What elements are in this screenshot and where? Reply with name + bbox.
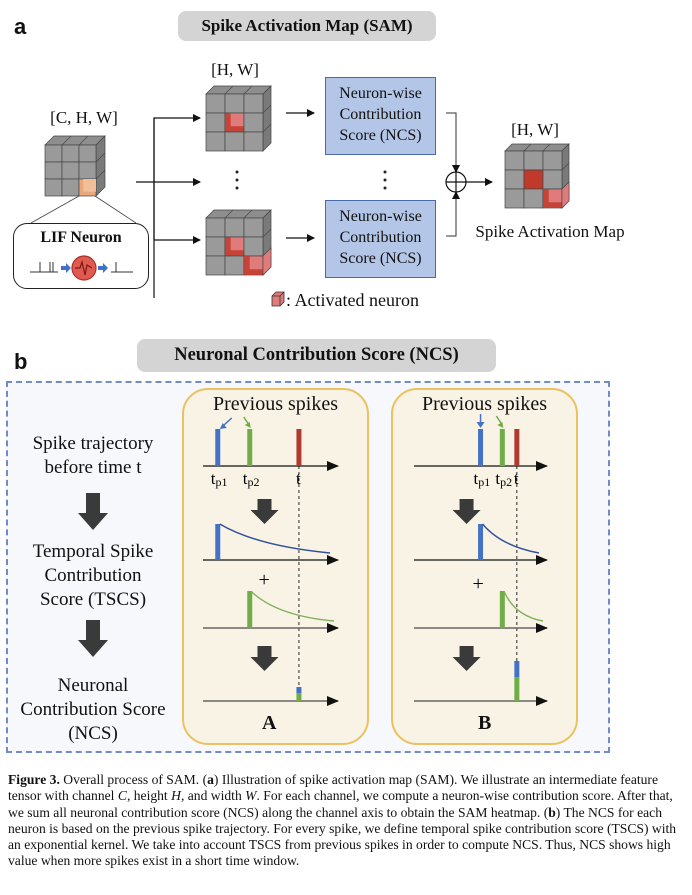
step-line: (NCS)	[68, 723, 118, 744]
caption-body: Overall process of SAM. (a) Illustration…	[8, 772, 676, 868]
activated-neuron-cell	[523, 169, 544, 190]
step-line: Contribution Score	[20, 699, 166, 720]
caption-run: , height	[126, 788, 172, 804]
caption-run: ) The NCS for each neuron is based on th…	[8, 804, 677, 869]
ncs-box-line: Score (NCS)	[339, 250, 422, 267]
card-a-label: A	[262, 712, 277, 734]
neuron-cell	[243, 236, 264, 257]
neuron-cell	[44, 161, 63, 180]
neuron-cell	[205, 93, 226, 114]
step-line: Score (TSCS)	[39, 589, 147, 610]
caption-run: ) Illustration of spike activation map (…	[8, 772, 658, 804]
activated-neuron-legend-icon	[271, 291, 285, 307]
channel-map-bottom-cube	[205, 209, 272, 276]
ncs-box-line: Score (NCS)	[339, 127, 422, 144]
neuron-cell	[224, 131, 245, 152]
ncs-box-line: Contribution	[339, 229, 422, 246]
ncs-box-bottom: Neuron-wise Contribution Score (NCS)	[325, 200, 436, 278]
caption-run: W	[245, 788, 257, 804]
neuron-cell	[224, 93, 245, 114]
step-tscs: Temporal Spike Contribution Score (TSCS)	[8, 540, 178, 612]
neuron-cell	[44, 178, 63, 197]
neuron-cell	[243, 131, 264, 152]
panel-b-title: Neuronal Contribution Score (NCS)	[137, 339, 496, 372]
caption-run: C	[117, 788, 127, 804]
neuron-cell	[61, 178, 80, 197]
neuron-cell	[61, 161, 80, 180]
ncs-box-top: Neuron-wise Contribution Score (NCS)	[325, 77, 436, 155]
neuron-cell	[78, 144, 97, 163]
output-sam-cube	[504, 143, 570, 209]
figure-label: Figure 3.	[8, 772, 60, 787]
branch-top-line	[153, 114, 201, 298]
caption-run: Overall process of SAM. (	[59, 772, 208, 787]
neuron-cell	[542, 150, 563, 171]
neuron-cell	[205, 217, 226, 238]
neuron-cell	[523, 150, 544, 171]
vertical-ellipsis-icon	[235, 170, 239, 190]
neuron-cell	[224, 255, 245, 276]
neuron-cell	[44, 144, 63, 163]
neuron-cell	[205, 112, 226, 133]
card-a	[182, 388, 369, 745]
step-line: Contribution	[44, 565, 142, 586]
card-b	[391, 388, 578, 745]
neuron-cell	[224, 217, 245, 238]
panel-a-title: Spike Activation Map (SAM)	[178, 11, 436, 41]
legend-text: : Activated neuron	[286, 290, 419, 310]
step-line: before time t	[44, 457, 142, 478]
neuron-cell	[504, 169, 525, 190]
lif-neuron-title: LIF Neuron	[40, 229, 122, 246]
panel-b-letter: b	[14, 349, 28, 374]
neuron-cell	[205, 236, 226, 257]
output-map-label: [H, W]	[511, 120, 559, 139]
neuron-cell	[243, 217, 264, 238]
step-line: Temporal Spike	[32, 541, 154, 562]
caption-run: b	[548, 804, 556, 820]
step-line: Neuronal	[57, 675, 129, 696]
channel-map-label: [H, W]	[211, 60, 259, 79]
card-b-title: Previous spikes	[422, 393, 547, 415]
figure-caption: Figure 3. Overall process of SAM. (a) Il…	[8, 772, 688, 870]
ncs-box-line: Neuron-wise	[339, 85, 422, 102]
panel-a-letter: a	[14, 14, 27, 39]
neuron-cell	[243, 93, 264, 114]
output-caption: Spike Activation Map	[475, 222, 625, 241]
neuron-cell	[523, 188, 544, 209]
neuron-cell	[205, 255, 226, 276]
step-spike-trajectory: Spike trajectory before time t	[8, 432, 178, 480]
ncs-box-line: Contribution	[339, 106, 422, 123]
neuron-cell	[504, 150, 525, 171]
input-tensor-cube	[44, 135, 106, 197]
card-a-title: Previous spikes	[213, 393, 338, 415]
neuron-cell	[205, 131, 226, 152]
step-ncs: Neuronal Contribution Score (NCS)	[4, 674, 182, 746]
channel-map-top-cube	[205, 85, 272, 152]
ncs-box-line: Neuron-wise	[339, 208, 422, 225]
caption-run: . For each channel, we compute a neuron-…	[8, 788, 673, 820]
input-tensor-label: [C, H, W]	[50, 108, 118, 127]
sum-operator-icon	[445, 171, 467, 193]
step-line: Spike trajectory	[32, 433, 154, 454]
neuron-cell	[78, 161, 97, 180]
card-b-label: B	[478, 712, 492, 734]
neuron-cell	[542, 169, 563, 190]
caption-run: , and width	[180, 788, 246, 804]
neuron-cell	[504, 188, 525, 209]
caption-run: H	[171, 788, 181, 804]
neuron-cell	[243, 112, 264, 133]
caption-run: a	[207, 772, 214, 787]
vertical-ellipsis-icon	[383, 170, 387, 190]
neuron-cell	[61, 144, 80, 163]
